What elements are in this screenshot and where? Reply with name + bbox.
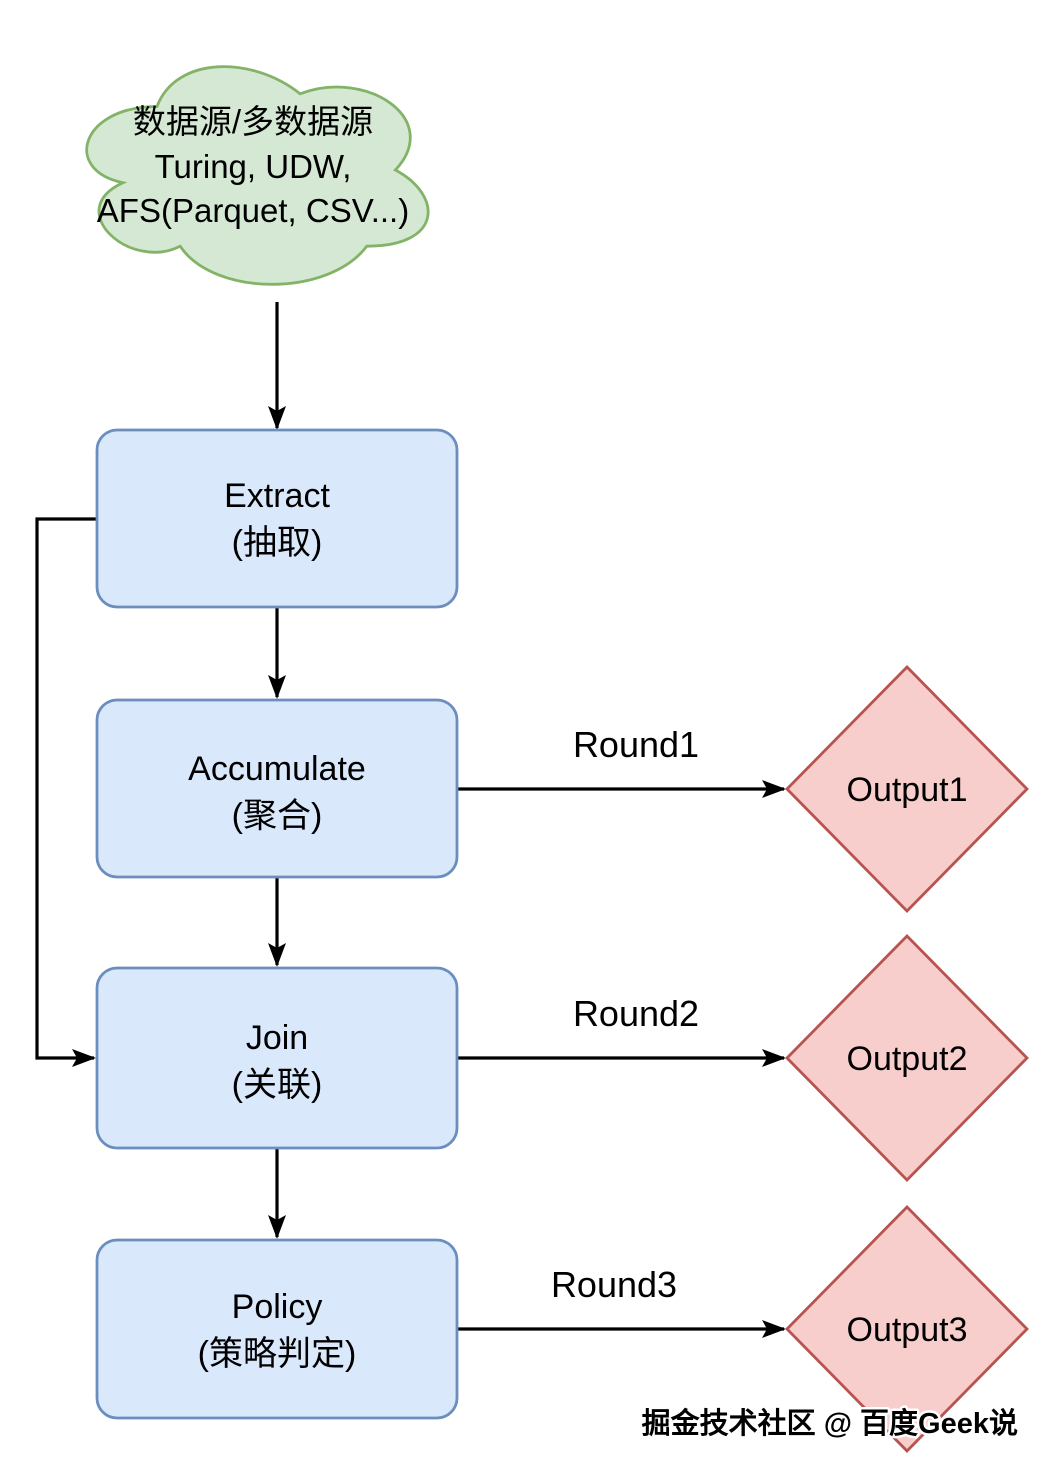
datasource-cloud-node: 数据源/多数据源 Turing, UDW, AFS(Parquet, CSV..… xyxy=(85,65,430,286)
join-node: Join (关联) xyxy=(95,966,459,1150)
join-box xyxy=(95,966,459,1150)
round2-edge-label: Round2 xyxy=(573,993,699,1034)
edge-extract-feedback-to-join xyxy=(35,517,97,1067)
output2-label: Output2 xyxy=(847,1040,968,1078)
join-subtitle: (关联) xyxy=(232,1066,323,1104)
output2-node: Output2 xyxy=(785,934,1029,1182)
policy-box xyxy=(95,1238,459,1420)
output1-label: Output1 xyxy=(847,771,968,809)
output1-diamond xyxy=(785,665,1029,913)
output3-diamond xyxy=(785,1205,1029,1453)
cloud-text-line1: 数据源/多数据源 xyxy=(133,103,373,140)
watermark-text: 掘金技术社区 @ 百度Geek说 xyxy=(642,1406,1018,1440)
edges xyxy=(35,302,786,1338)
policy-title: Policy xyxy=(232,1288,323,1326)
output3-node: Output3 xyxy=(785,1205,1029,1453)
output1-node: Output1 xyxy=(785,665,1029,913)
policy-subtitle: (策略判定) xyxy=(198,1335,357,1373)
accumulate-node: Accumulate (聚合) xyxy=(95,698,459,879)
join-title: Join xyxy=(246,1019,308,1057)
round3-edge-label: Round3 xyxy=(551,1264,677,1305)
policy-node: Policy (策略判定) xyxy=(95,1238,459,1420)
output3-label: Output3 xyxy=(847,1311,968,1349)
accumulate-box xyxy=(95,698,459,879)
extract-node: Extract (抽取) xyxy=(95,428,459,609)
accumulate-title: Accumulate xyxy=(188,750,366,788)
cloud-text-line2: Turing, UDW, xyxy=(155,148,352,185)
output2-diamond xyxy=(785,934,1029,1182)
extract-title: Extract xyxy=(224,477,330,515)
extract-box xyxy=(95,428,459,609)
accumulate-subtitle: (聚合) xyxy=(232,797,323,835)
cloud-shape xyxy=(85,65,430,286)
cloud-text-line3: AFS(Parquet, CSV...) xyxy=(97,192,409,229)
extract-subtitle: (抽取) xyxy=(232,524,323,562)
round1-edge-label: Round1 xyxy=(573,724,699,765)
